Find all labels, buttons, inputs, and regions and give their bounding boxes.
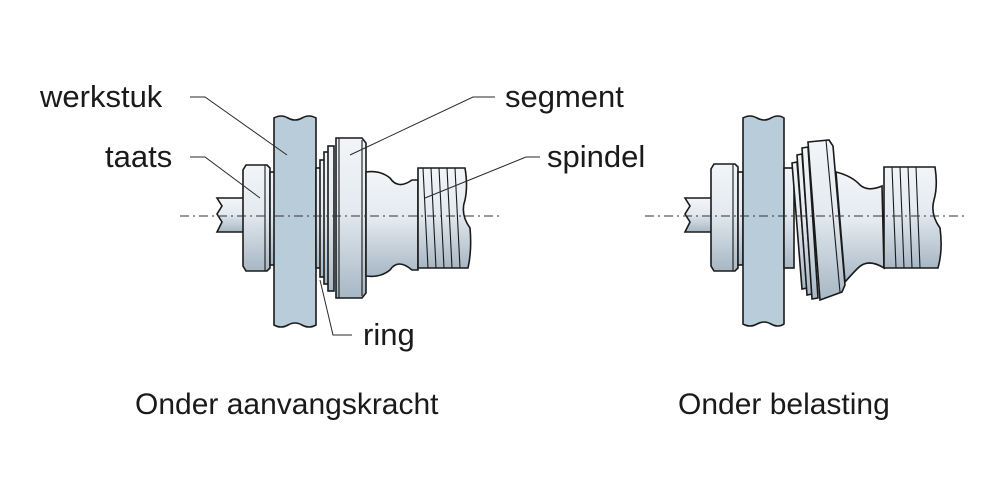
label-werkstuk: werkstuk (39, 79, 163, 114)
assembly-initial-force (180, 115, 500, 328)
segment (807, 139, 846, 302)
leader-taats (190, 156, 261, 199)
taats-shaft (683, 197, 713, 233)
ring (783, 167, 795, 269)
taats-shaft (215, 197, 245, 233)
taats (710, 163, 739, 272)
leader-spindel (424, 156, 540, 199)
taats (242, 164, 271, 272)
spindel-neck (835, 170, 885, 284)
spindel (417, 167, 472, 269)
label-spindel: spindel (547, 139, 645, 174)
label-taats: taats (105, 139, 172, 174)
label-segment: segment (505, 79, 624, 114)
leader-werkstuk (190, 96, 288, 156)
leader-segment (349, 96, 495, 156)
werkstuk (273, 115, 317, 328)
caption-initial-force: Onder aanvangskracht (135, 388, 439, 421)
leader-ring (319, 279, 352, 336)
caption-under-load: Onder belasting (678, 388, 890, 421)
werkstuk (742, 115, 785, 327)
spindel-neck (365, 170, 419, 278)
leader-lines (190, 96, 540, 336)
segment (335, 137, 367, 299)
label-ring: ring (363, 317, 415, 352)
assembly-under-load (645, 115, 965, 327)
